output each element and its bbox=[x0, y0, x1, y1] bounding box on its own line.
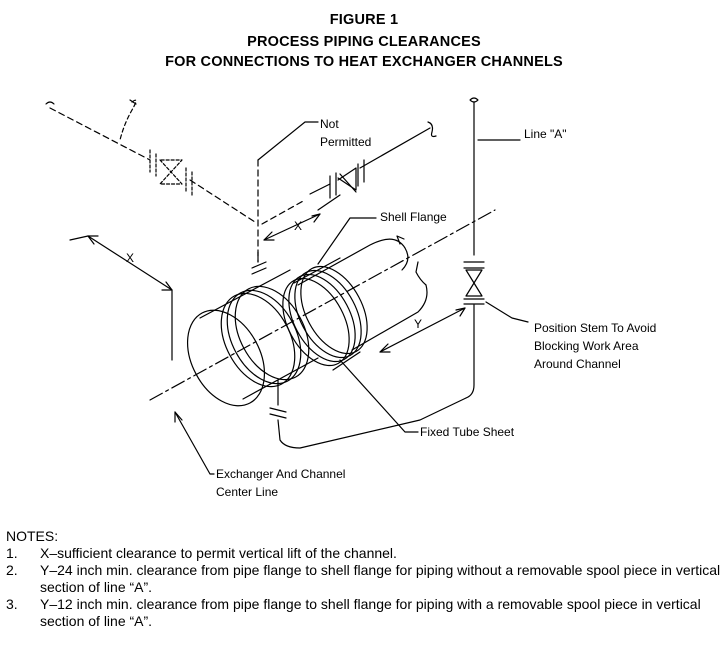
note-item: 3. Y–12 inch min. clearance from pipe fl… bbox=[6, 596, 722, 630]
exchanger-center-line bbox=[149, 209, 496, 401]
figure-subtitle-2: FOR CONNECTIONS TO HEAT EXCHANGER CHANNE… bbox=[165, 54, 563, 70]
figure-subtitle-1: PROCESS PIPING CLEARANCES bbox=[247, 34, 481, 50]
label-dim-x-upper: X bbox=[294, 219, 303, 233]
note-number: 2. bbox=[6, 562, 18, 578]
line-a-pipe bbox=[269, 97, 485, 449]
note-number: 1. bbox=[6, 545, 18, 561]
label-center-line-2: Center Line bbox=[216, 485, 279, 499]
label-line-a: Line "A" bbox=[524, 127, 567, 141]
dimension-x-left bbox=[69, 235, 173, 361]
not-permitted-branch bbox=[49, 107, 306, 263]
figure-title: FIGURE 1 bbox=[329, 12, 399, 28]
leader-lines bbox=[174, 139, 529, 475]
notes-heading: NOTES: bbox=[6, 528, 59, 544]
label-center-line-1: Exchanger And Channel bbox=[216, 467, 346, 481]
label-position-stem-2: Blocking Work Area bbox=[534, 339, 639, 353]
label-shell-flange: Shell Flange bbox=[380, 210, 447, 224]
dimension-x-upper bbox=[263, 194, 341, 241]
piping-clearance-diagram bbox=[45, 97, 529, 475]
label-permitted: Permitted bbox=[320, 135, 372, 149]
notes-section: NOTES: 1. X–sufficient clearance to perm… bbox=[6, 528, 722, 630]
note-item: 1. X–sufficient clearance to permit vert… bbox=[6, 545, 722, 562]
shell-body bbox=[297, 235, 428, 351]
upper-pipe bbox=[309, 121, 437, 199]
label-dim-x-left: X bbox=[126, 251, 135, 265]
note-text: Y–24 inch min. clearance from pipe flang… bbox=[40, 562, 721, 595]
not-permitted-details bbox=[45, 99, 319, 275]
note-number: 3. bbox=[6, 596, 18, 612]
note-text: Y–12 inch min. clearance from pipe flang… bbox=[40, 596, 701, 629]
label-position-stem-3: Around Channel bbox=[534, 357, 621, 371]
note-text: X–sufficient clearance to permit vertica… bbox=[40, 545, 397, 561]
label-fixed-tube-sheet: Fixed Tube Sheet bbox=[420, 425, 515, 439]
label-dim-y: Y bbox=[414, 317, 423, 331]
label-position-stem-1: Position Stem To Avoid bbox=[534, 321, 657, 335]
shell-flange bbox=[282, 257, 368, 371]
dimension-y bbox=[379, 307, 466, 353]
label-not: Not bbox=[320, 117, 339, 131]
note-item: 2. Y–24 inch min. clearance from pipe fl… bbox=[6, 562, 722, 596]
